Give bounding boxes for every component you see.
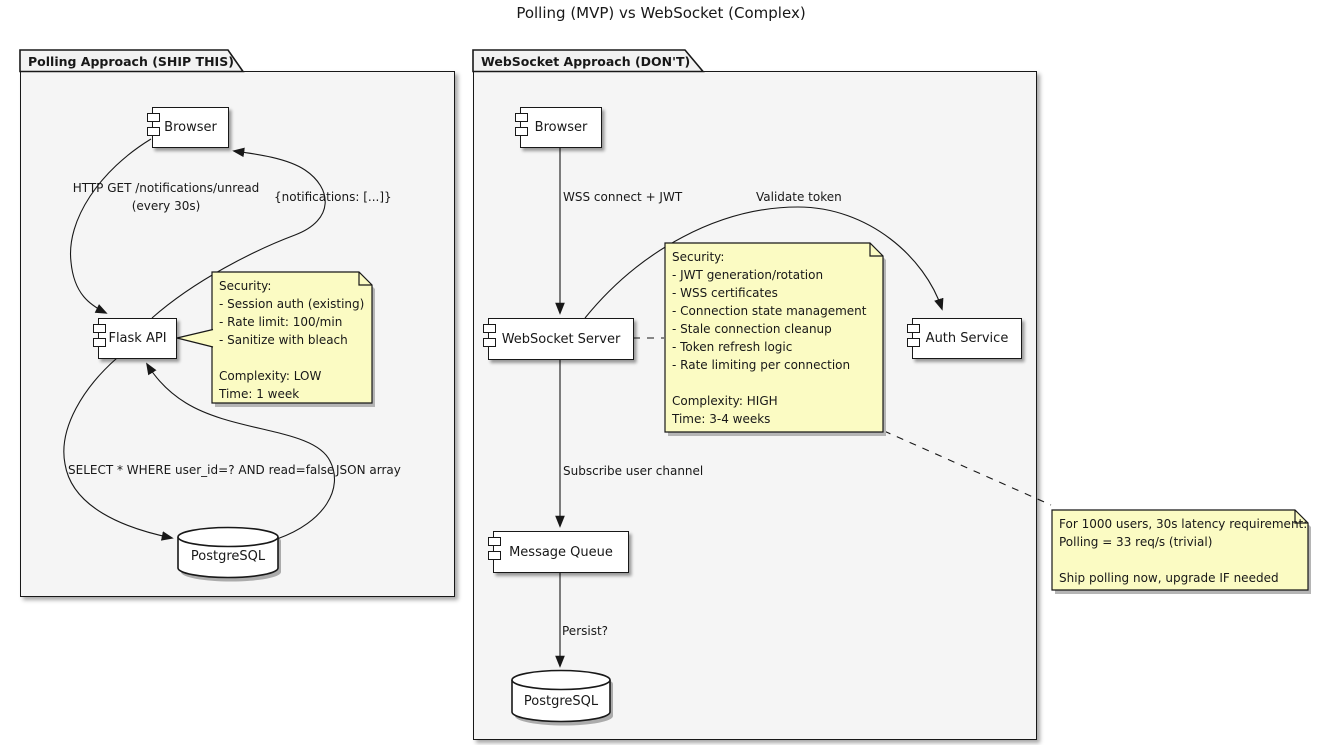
component-label: Message Queue: [509, 544, 613, 560]
component-message-queue: Message Queue: [487, 531, 629, 573]
note-line: [672, 374, 866, 392]
note-line: Polling = 33 req/s (trivial): [1059, 535, 1213, 549]
component-icon: [514, 113, 528, 122]
component-icon: [514, 127, 528, 136]
component-icon: [146, 127, 160, 136]
component-auth-service: Auth Service: [906, 318, 1022, 359]
component-label: WebSocket Server: [501, 331, 621, 347]
edge-label-every-30s: (every 30s): [131, 199, 201, 213]
note-line: - Session auth (existing): [219, 297, 365, 311]
edge-label-json-array: JSON array: [336, 463, 401, 477]
edge-label-select-query: SELECT * WHERE user_id=? AND read=false: [68, 463, 335, 477]
note-line: Security:: [672, 250, 725, 264]
edge-label-subscribe: Subscribe user channel: [563, 464, 704, 478]
edge-label-wss-connect: WSS connect + JWT: [563, 190, 683, 204]
component-websocket-browser: Browser: [514, 107, 602, 148]
edge-label-validate-token: Validate token: [756, 190, 842, 204]
note-line: - Token refresh logic: [672, 340, 793, 354]
note-line: - Rate limit: 100/min: [219, 315, 343, 329]
note-line: - Sanitize with bleach: [219, 333, 348, 347]
note-line: Complexity: LOW: [219, 369, 322, 383]
note-line: - Connection state management: [672, 304, 867, 318]
component-label: Flask API: [108, 331, 167, 346]
component-flask-api: Flask API: [92, 318, 177, 359]
note-line: [1059, 551, 1307, 569]
note-line: Ship polling now, upgrade IF needed: [1059, 571, 1279, 585]
note-line: - Rate limiting per connection: [672, 358, 851, 372]
component-icon: [906, 338, 920, 347]
note-line: For 1000 users, 30s latency requirement:: [1059, 517, 1308, 531]
component-websocket-server: WebSocket Server: [482, 318, 634, 360]
component-icon: [487, 551, 501, 560]
edge-label-http-get: HTTP GET /notifications/unread: [72, 181, 260, 195]
note-line: Time: 1 week: [219, 387, 300, 401]
component-icon: [482, 338, 496, 347]
package-title-websocket: WebSocket Approach (DON'T): [481, 54, 691, 69]
component-label: Browser: [534, 120, 588, 135]
package-title-polling: Polling Approach (SHIP THIS): [28, 54, 234, 69]
component-icon: [92, 324, 106, 333]
edge-label-notifications-response: {notifications: [...]}: [274, 190, 392, 204]
note-line: - Stale connection cleanup: [672, 322, 832, 336]
note-line: Complexity: HIGH: [672, 394, 778, 408]
component-icon: [92, 338, 106, 347]
component-icon: [146, 113, 160, 122]
note-polling-security-text: Security: - Session auth (existing) - Ra…: [219, 277, 364, 403]
component-icon: [482, 324, 496, 333]
component-icon: [487, 537, 501, 546]
edge-label-persist: Persist?: [562, 624, 609, 638]
note-verdict-text: For 1000 users, 30s latency requirement:…: [1059, 515, 1307, 587]
note-websocket-security-text: Security: - JWT generation/rotation - WS…: [672, 248, 866, 428]
component-polling-browser: Browser: [146, 107, 229, 148]
database-label-websocket: PostgreSQL: [523, 694, 599, 709]
note-line: - JWT generation/rotation: [672, 268, 824, 282]
database-label-polling: PostgreSQL: [190, 549, 266, 564]
note-line: [219, 349, 364, 367]
component-icon: [906, 324, 920, 333]
note-line: Security:: [219, 279, 272, 293]
diagram-title: Polling (MVP) vs WebSocket (Complex): [516, 4, 806, 22]
note-line: - WSS certificates: [672, 286, 778, 300]
component-label: Auth Service: [925, 331, 1009, 346]
note-line: Time: 3-4 weeks: [672, 412, 771, 426]
component-label: Browser: [164, 120, 217, 135]
